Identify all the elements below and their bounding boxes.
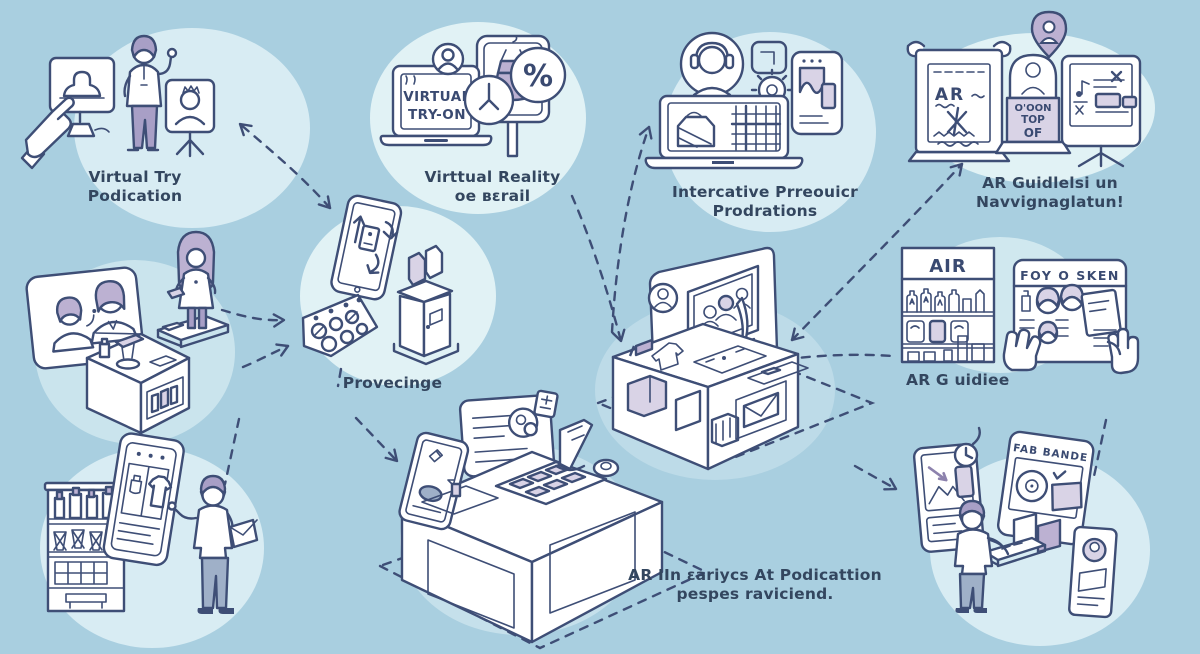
arrow-vr-kiosk bbox=[570, 194, 626, 343]
provecinge-illustration bbox=[301, 194, 460, 366]
caption-interactive-product-line1: Intercative Prreouicr bbox=[672, 183, 858, 201]
hat-icon bbox=[62, 70, 102, 98]
shelf-kiosk-illustration bbox=[43, 432, 259, 614]
caption-virtual-reality-line1: Virttual Reality bbox=[424, 168, 561, 186]
shelf-header-text: AIR bbox=[929, 256, 967, 277]
right-hand-icon bbox=[1107, 327, 1140, 375]
central-kiosk-illustration bbox=[594, 246, 876, 471]
poster bbox=[914, 48, 1004, 154]
crossed-glyph bbox=[946, 106, 968, 136]
caption-bottom-line2: pespes raviciend. bbox=[676, 585, 834, 603]
flag-icon bbox=[628, 338, 654, 357]
line-left-down bbox=[223, 417, 241, 486]
standing-banner bbox=[1068, 525, 1118, 619]
poster-ar-text: AR bbox=[935, 85, 965, 105]
caption-virtual-try-line1: Virtual Try bbox=[88, 168, 182, 186]
caption-interactive-product-line2: Prodrations bbox=[712, 202, 818, 220]
pillar-text-line1: O'OON bbox=[1015, 103, 1052, 114]
caption-ar-guidelines-line2: Navvignaglatun! bbox=[976, 193, 1124, 211]
shirt-icon bbox=[148, 475, 173, 509]
caption-provecinge: Provecinge bbox=[330, 374, 455, 393]
fab-bande-illustration: FAB BANDE bbox=[912, 426, 1118, 619]
caption-ar-guide: AR G uidiee bbox=[906, 371, 1066, 390]
laptop-screen-text-line2: TRY-ON bbox=[408, 107, 466, 123]
left-hand-icon bbox=[1002, 328, 1042, 372]
remote-demo-illustration bbox=[25, 230, 230, 435]
caption-ar-guidelines-line1: AR Guidlelsi un bbox=[982, 174, 1118, 192]
caption-ar-guide-line1: AR G uidiee bbox=[906, 371, 1010, 389]
pillar-text-line3: OF bbox=[1024, 126, 1042, 140]
kiosk-screen bbox=[102, 432, 185, 567]
funnel-icon bbox=[114, 333, 145, 349]
caption-bottom: AR IIn ɛariycs At Podicattion pespes rav… bbox=[615, 566, 895, 604]
checkout-desk-illustration bbox=[376, 389, 709, 650]
arrow-to-fab bbox=[853, 464, 898, 491]
ar-guide-illustration: AIR FOY O SKEN bbox=[900, 246, 1140, 375]
pillar-text-line2: TOP bbox=[1021, 114, 1045, 126]
customer-body bbox=[192, 504, 234, 560]
pointing-hand-icon bbox=[24, 108, 72, 159]
arrow-topleft-tablet bbox=[238, 122, 332, 210]
virtual-try-illustration bbox=[20, 34, 216, 170]
laptop-screen-text-line1: VIRTUAL bbox=[403, 89, 471, 105]
ar-guidelines-illustration: AR O'OON TOP OF bbox=[906, 10, 1142, 168]
caption-provecinge-line1: Provecinge bbox=[342, 374, 443, 392]
arrow-kiosk-product bbox=[610, 125, 653, 334]
caption-virtual-reality: Virttual Reality oe вɛrail bbox=[390, 168, 595, 206]
interactive-product-illustration bbox=[644, 31, 844, 170]
binoculars-icon bbox=[407, 251, 427, 287]
caption-bottom-line1: AR IIn ɛariycs At Podicattion bbox=[628, 566, 882, 584]
discount-icon bbox=[509, 46, 567, 104]
frame-icon bbox=[750, 40, 788, 75]
board-header-text: FOY O SKEN bbox=[1020, 268, 1120, 283]
bag-icon bbox=[676, 115, 716, 148]
caption-virtual-reality-line2: oe вɛrail bbox=[454, 187, 531, 205]
caption-interactive-product: Intercative Prreouicr Prodrations bbox=[645, 183, 885, 221]
virtual-reality-illustration: VIRTUAL TRY-ON % bbox=[379, 34, 567, 158]
arrow-wedge-desk bbox=[354, 416, 399, 463]
map-pin-icon bbox=[1030, 10, 1068, 59]
arrow-left-wedge2 bbox=[241, 343, 290, 369]
visitor-body bbox=[953, 528, 994, 576]
percent-sign: % bbox=[523, 59, 553, 94]
caption-ar-guidelines: AR Guidlelsi un Navvignaglatun! bbox=[940, 174, 1160, 212]
fab-bande-screen: FAB BANDE bbox=[996, 430, 1095, 546]
line-right-down bbox=[1091, 418, 1108, 483]
tick-provecinge bbox=[336, 367, 343, 388]
caption-virtual-try: Virtual Try Podication bbox=[35, 168, 235, 206]
arrow-kiosk-guidelines bbox=[790, 162, 964, 342]
caption-virtual-try-line2: Podication bbox=[87, 187, 183, 205]
ar-tablet bbox=[330, 194, 403, 301]
arrow-left-wedge1 bbox=[220, 308, 286, 328]
flow-arrows bbox=[220, 122, 1108, 491]
